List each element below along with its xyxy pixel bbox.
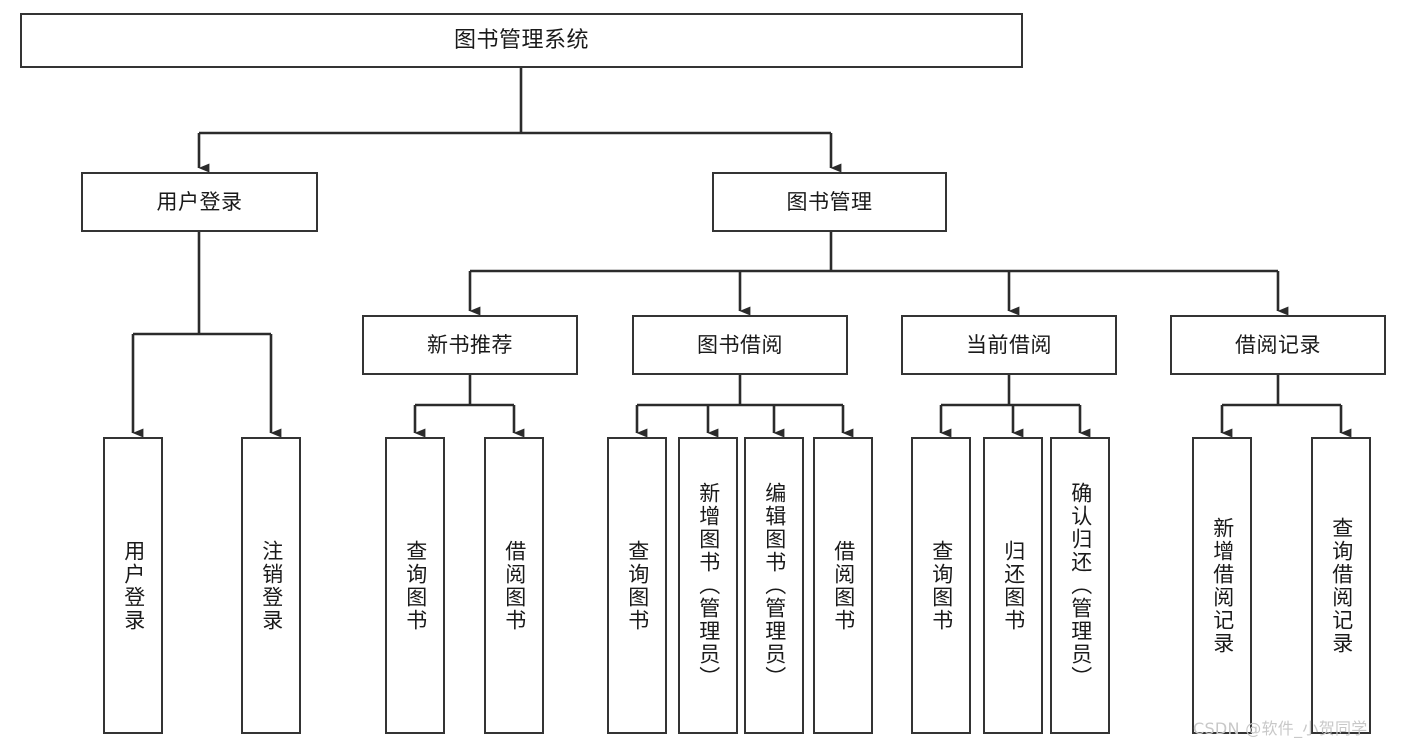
node-leaf-user-login[interactable]: 用户登录 bbox=[103, 437, 163, 734]
node-leaf-query-book-3-label: 查询图书 bbox=[929, 539, 954, 632]
node-user-login-label: 用户登录 bbox=[156, 189, 243, 214]
node-book-manage-label: 图书管理 bbox=[786, 189, 873, 214]
node-book-borrow[interactable]: 图书借阅 bbox=[632, 315, 848, 375]
csdn-watermark: CSDN @软件_小贺同学 bbox=[1193, 719, 1368, 738]
node-leaf-query-book-2-label: 查询图书 bbox=[625, 539, 650, 632]
node-leaf-logout-label: 注销登录 bbox=[259, 539, 284, 632]
node-new-book-rec-label: 新书推荐 bbox=[427, 332, 513, 357]
node-leaf-logout[interactable]: 注销登录 bbox=[241, 437, 301, 734]
node-leaf-query-record-label: 查询借阅记录 bbox=[1329, 516, 1354, 655]
node-borrow-record[interactable]: 借阅记录 bbox=[1170, 315, 1386, 375]
node-leaf-edit-book[interactable]: 编辑图书（管理员） bbox=[744, 437, 804, 734]
node-leaf-borrow-book-1-label: 借阅图书 bbox=[502, 539, 527, 632]
node-leaf-return-book[interactable]: 归还图书 bbox=[983, 437, 1043, 734]
node-leaf-query-record[interactable]: 查询借阅记录 bbox=[1311, 437, 1371, 734]
node-leaf-user-login-label: 用户登录 bbox=[121, 539, 146, 632]
node-leaf-return-book-label: 归还图书 bbox=[1001, 539, 1026, 632]
node-current-borrow[interactable]: 当前借阅 bbox=[901, 315, 1117, 375]
node-leaf-borrow-book-1[interactable]: 借阅图书 bbox=[484, 437, 544, 734]
node-borrow-record-label: 借阅记录 bbox=[1235, 332, 1321, 357]
node-leaf-borrow-book-2[interactable]: 借阅图书 bbox=[813, 437, 873, 734]
node-root-label: 图书管理系统 bbox=[453, 27, 589, 53]
node-new-book-rec[interactable]: 新书推荐 bbox=[362, 315, 578, 375]
node-leaf-add-record[interactable]: 新增借阅记录 bbox=[1192, 437, 1252, 734]
node-book-manage[interactable]: 图书管理 bbox=[712, 172, 947, 232]
node-leaf-confirm-return[interactable]: 确认归还（管理员） bbox=[1050, 437, 1110, 734]
node-leaf-confirm-return-label: 确认归还（管理员） bbox=[1068, 482, 1093, 689]
node-leaf-query-book-1-label: 查询图书 bbox=[403, 539, 428, 632]
node-leaf-edit-book-label: 编辑图书（管理员） bbox=[762, 482, 787, 689]
node-leaf-borrow-book-2-label: 借阅图书 bbox=[831, 539, 856, 632]
node-user-login[interactable]: 用户登录 bbox=[81, 172, 318, 232]
node-book-borrow-label: 图书借阅 bbox=[697, 332, 783, 357]
node-leaf-add-book-label: 新增图书（管理员） bbox=[696, 482, 721, 689]
node-leaf-add-book[interactable]: 新增图书（管理员） bbox=[678, 437, 738, 734]
node-current-borrow-label: 当前借阅 bbox=[966, 332, 1052, 357]
node-leaf-add-record-label: 新增借阅记录 bbox=[1210, 516, 1235, 655]
node-leaf-query-book-1[interactable]: 查询图书 bbox=[385, 437, 445, 734]
node-leaf-query-book-2[interactable]: 查询图书 bbox=[607, 437, 667, 734]
node-root[interactable]: 图书管理系统 bbox=[20, 13, 1023, 68]
node-leaf-query-book-3[interactable]: 查询图书 bbox=[911, 437, 971, 734]
